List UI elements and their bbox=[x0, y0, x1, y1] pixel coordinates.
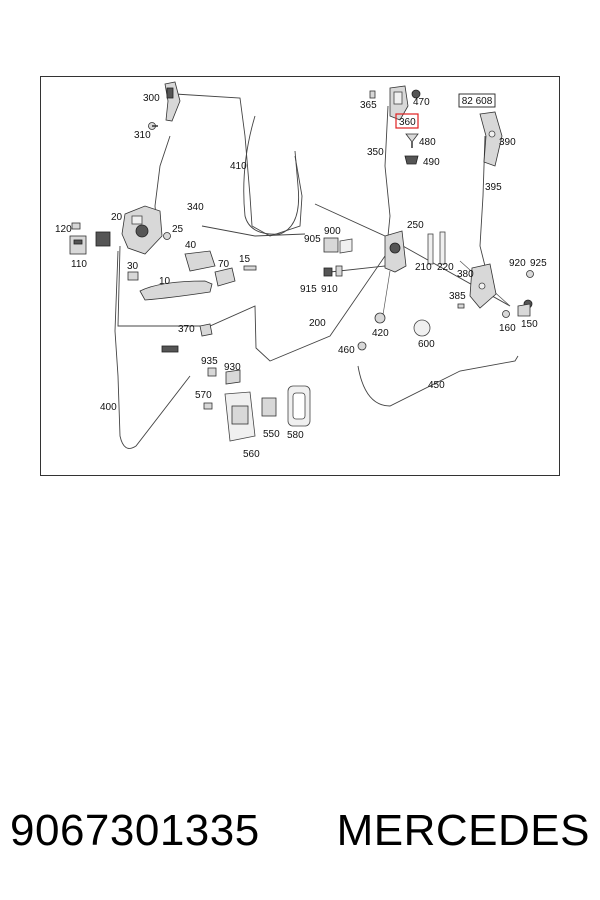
label-160: 160 bbox=[499, 323, 516, 334]
label-300: 300 bbox=[143, 93, 160, 104]
label-905: 905 bbox=[304, 234, 321, 245]
label-390: 390 bbox=[499, 137, 516, 148]
label-900: 900 bbox=[324, 226, 341, 237]
label-40: 40 bbox=[185, 240, 197, 251]
part-labels: 300 310 410 340 365 470 360 480 490 350 … bbox=[55, 93, 547, 460]
label-15: 15 bbox=[239, 254, 251, 265]
label-915: 915 bbox=[300, 284, 317, 295]
ref-box-label: 82 608 bbox=[462, 96, 493, 107]
part-930-actuator bbox=[207, 367, 241, 385]
label-560: 560 bbox=[243, 449, 260, 460]
part-370-clip bbox=[199, 323, 213, 337]
part-420-pin bbox=[374, 312, 386, 324]
highlight-box bbox=[395, 113, 419, 129]
label-30: 30 bbox=[127, 261, 139, 272]
label-925: 925 bbox=[530, 258, 547, 269]
label-400: 400 bbox=[100, 402, 117, 413]
label-920: 920 bbox=[509, 258, 526, 269]
label-910: 910 bbox=[321, 284, 338, 295]
part-30-cap bbox=[127, 271, 139, 281]
label-120: 120 bbox=[55, 224, 72, 235]
label-490: 490 bbox=[423, 157, 440, 168]
label-250: 250 bbox=[407, 220, 424, 231]
part-400-cable-end bbox=[161, 345, 179, 353]
label-10: 10 bbox=[159, 276, 171, 287]
label-470: 470 bbox=[413, 97, 430, 108]
label-220: 220 bbox=[437, 262, 454, 273]
part-580-frame bbox=[287, 385, 311, 427]
part-900-linkage bbox=[323, 237, 353, 254]
label-370: 370 bbox=[178, 324, 195, 335]
label-480: 480 bbox=[419, 137, 436, 148]
label-930: 930 bbox=[224, 362, 241, 373]
ref-box bbox=[458, 93, 496, 108]
label-395: 395 bbox=[485, 182, 502, 193]
part-460-button bbox=[357, 341, 367, 351]
label-450: 450 bbox=[428, 380, 445, 391]
label-70: 70 bbox=[218, 259, 230, 270]
part-10-handle bbox=[139, 280, 213, 301]
part-560-pad bbox=[224, 391, 256, 442]
label-210: 210 bbox=[415, 262, 432, 273]
part-910-clip bbox=[323, 265, 343, 277]
part-365-clip bbox=[369, 90, 376, 99]
part-360-bracket bbox=[389, 85, 409, 121]
part-160-screw bbox=[502, 310, 510, 318]
label-570: 570 bbox=[195, 390, 212, 401]
part-40-housing bbox=[184, 250, 216, 272]
brand-name: MERCEDES bbox=[336, 806, 590, 855]
footer: 9067301335 MERCEDES bbox=[10, 796, 590, 866]
part-480-screw bbox=[405, 133, 419, 148]
part-250-lock bbox=[384, 230, 407, 273]
label-150: 150 bbox=[521, 319, 538, 330]
part-570-clip bbox=[203, 402, 213, 410]
label-365: 365 bbox=[360, 100, 377, 111]
part-385-screw bbox=[457, 303, 465, 309]
label-350: 350 bbox=[367, 147, 384, 158]
part-390-bracket bbox=[479, 111, 503, 167]
part-15-screw bbox=[243, 265, 257, 271]
part-150-clip bbox=[517, 303, 531, 317]
label-110: 110 bbox=[71, 259, 87, 270]
part-470-nut bbox=[411, 89, 421, 99]
label-420: 420 bbox=[372, 328, 389, 339]
label-380: 380 bbox=[457, 269, 474, 280]
label-20: 20 bbox=[111, 212, 123, 223]
part-310-screw bbox=[148, 122, 158, 130]
label-600: 600 bbox=[418, 339, 435, 350]
label-310: 310 bbox=[134, 130, 151, 141]
label-460: 460 bbox=[338, 345, 355, 356]
part-490-clip bbox=[404, 155, 419, 165]
label-410: 410 bbox=[230, 161, 247, 172]
label-25: 25 bbox=[172, 224, 184, 235]
part-210-rod bbox=[427, 233, 434, 265]
part-300-lever bbox=[164, 81, 181, 122]
label-360: 360 bbox=[399, 117, 416, 128]
label-200: 200 bbox=[309, 318, 326, 329]
part-20-lock bbox=[121, 205, 163, 255]
part-number: 9067301335 bbox=[10, 806, 260, 855]
part-25-screw bbox=[163, 232, 171, 240]
part-70-cap bbox=[214, 267, 236, 287]
parts-diagram: 82 608 300 310 410 340 365 470 360 480 4… bbox=[55, 81, 547, 460]
part-lock-connector bbox=[95, 231, 111, 247]
part-120-clip bbox=[71, 222, 81, 230]
label-550: 550 bbox=[263, 429, 280, 440]
label-580: 580 bbox=[287, 430, 304, 441]
label-385: 385 bbox=[449, 291, 466, 302]
label-340: 340 bbox=[187, 202, 204, 213]
part-220-rod bbox=[439, 231, 446, 265]
part-600-cap bbox=[413, 319, 431, 337]
label-935: 935 bbox=[201, 356, 218, 367]
part-380-bracket bbox=[469, 263, 497, 309]
part-550-pad bbox=[261, 397, 277, 417]
part-920-bolt bbox=[523, 270, 534, 309]
part-110-block bbox=[69, 235, 87, 255]
